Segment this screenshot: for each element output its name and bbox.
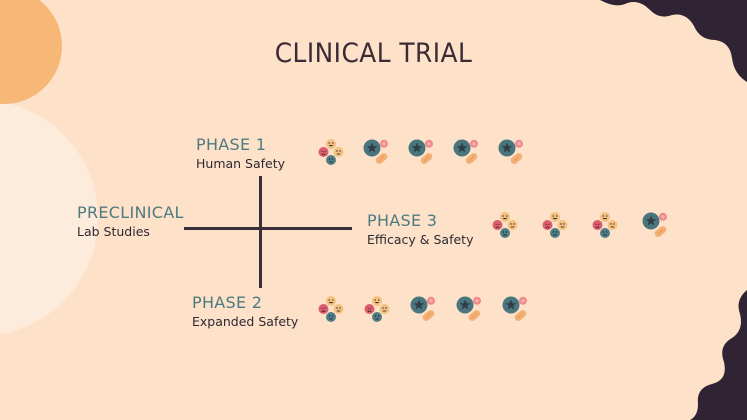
slide-title: CLINICAL TRIAL: [274, 38, 473, 69]
phase-3: PHASE 3 Efficacy & Safety: [367, 211, 473, 248]
phase-3-name: PHASE 3: [367, 211, 438, 230]
phase-1-name: PHASE 1: [196, 135, 267, 154]
phase-preclinical-name: PRECLINICAL: [77, 203, 184, 222]
phase-3-subtitle: Efficacy & Safety: [367, 232, 474, 247]
phase-preclinical-subtitle: Lab Studies: [77, 224, 150, 239]
decor-orange-circle: [0, 0, 62, 104]
pill-cluster-icon: [363, 139, 389, 165]
faces-icon: [542, 212, 568, 238]
pill-cluster-icon: [408, 139, 434, 165]
pill-cluster-icon: [642, 212, 668, 238]
phase-2: PHASE 2 Expanded Safety: [192, 293, 298, 330]
faces-icon: [492, 212, 518, 238]
pill-cluster-icon: [502, 296, 528, 322]
pill-cluster-icon: [456, 296, 482, 322]
phase-2-subtitle: Expanded Safety: [192, 314, 299, 329]
pill-cluster-icon: [410, 296, 436, 322]
faces-icon: [318, 139, 344, 165]
phase-1-subtitle: Human Safety: [196, 156, 286, 171]
vertical-axis-line: [259, 176, 262, 288]
phase-preclinical: PRECLINICAL Lab Studies: [77, 203, 184, 240]
phase-1: PHASE 1 Human Safety: [196, 135, 285, 172]
horizontal-axis-line: [184, 227, 352, 230]
faces-icon: [364, 296, 390, 322]
faces-icon: [592, 212, 618, 238]
decor-pale-circle: [0, 101, 98, 335]
pill-cluster-icon: [498, 139, 524, 165]
pill-cluster-icon: [453, 139, 479, 165]
phase-2-name: PHASE 2: [192, 293, 263, 312]
faces-icon: [318, 296, 344, 322]
